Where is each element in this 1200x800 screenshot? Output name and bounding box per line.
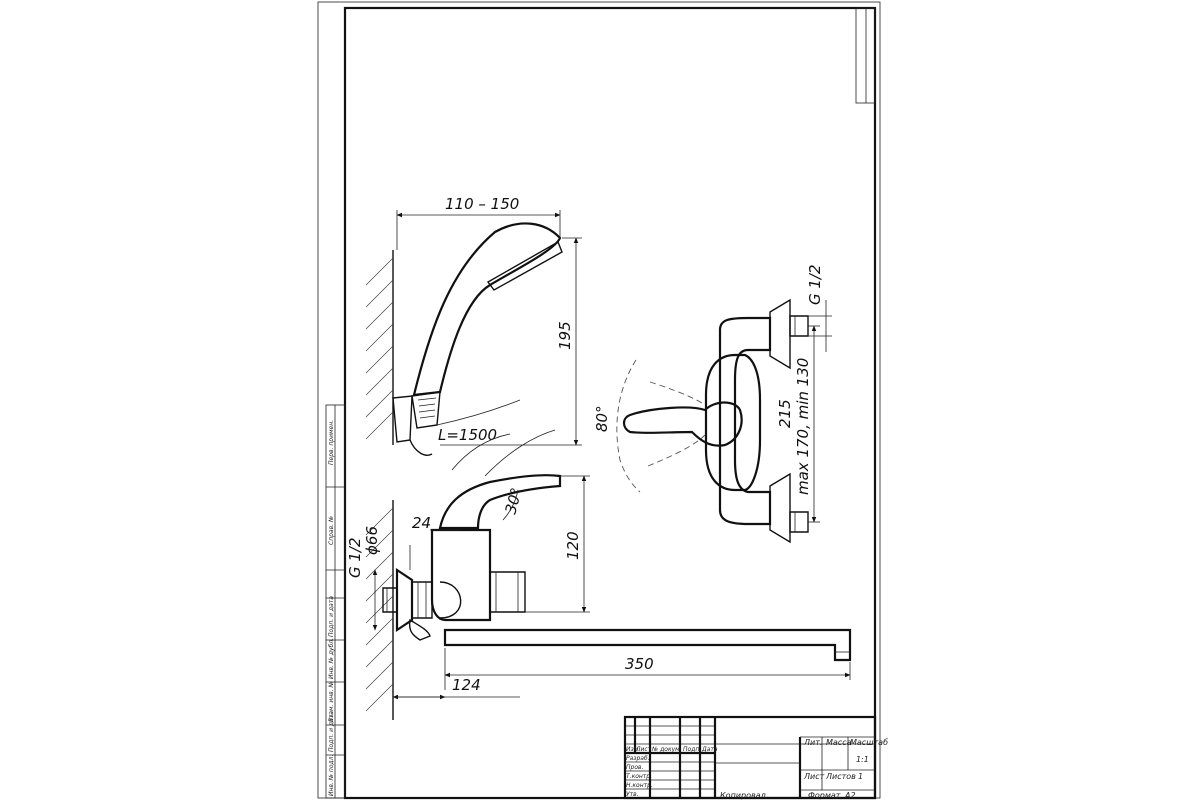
- dim-label-30deg: 30°: [501, 486, 525, 516]
- shower-head: [392, 222, 563, 456]
- dim-label-spacing: max 170, min 130: [794, 358, 812, 495]
- tb-nkontr: Н.контр.: [626, 782, 653, 789]
- wall-hatch-bottom: [365, 500, 394, 720]
- stamp-sprav: Справ. №: [328, 516, 335, 545]
- tb-data: Дата: [701, 746, 718, 753]
- stamp-inv-dubl: Инв. № дубл.: [328, 638, 335, 679]
- tb-kopiroval: Копировал: [720, 791, 766, 800]
- sheet-inner-frame: [343, 6, 877, 800]
- dim-label-80deg: 80°: [593, 405, 611, 432]
- tb-scale-value: 1:1: [856, 755, 869, 764]
- stamp-perv-primen: Перв. примен.: [328, 420, 335, 465]
- tb-prov: Пров.: [626, 764, 644, 771]
- dim-label-215: 215: [776, 399, 794, 428]
- stamp-podp-1: Подп. и дата: [328, 596, 335, 637]
- dim-label-350: 350: [625, 655, 654, 673]
- tb-format: Формат: [808, 791, 841, 800]
- tb-razrab: Разраб.: [626, 755, 650, 762]
- tb-list: Лист: [635, 746, 652, 753]
- corner-stamp: [855, 7, 876, 104]
- tb-izm: Изм.: [626, 746, 640, 753]
- tb-format-value: А2: [844, 791, 856, 800]
- mixer-side-view: [382, 429, 852, 662]
- dim-label-handle: 110 – 150: [445, 195, 519, 213]
- dim-label-thread-top: G 1/2: [806, 264, 824, 305]
- dim-label-124: 124: [452, 676, 481, 694]
- dim-shower-height: 195: [440, 237, 582, 446]
- stamp-podp-2: Подп. и дата: [328, 711, 335, 752]
- dim-label-thread-left: G 1/2: [346, 537, 364, 578]
- dim-label-120: 120: [564, 531, 582, 560]
- tb-list-label: Лист: [803, 772, 825, 781]
- tb-utv: Утв.: [626, 791, 639, 798]
- stamp-vzam: Взам. инв. №: [328, 681, 335, 722]
- tb-lit: Лит.: [803, 738, 822, 747]
- dim-label-diameter: ϕ66: [363, 526, 381, 555]
- dim-label-24: 24: [412, 514, 431, 532]
- tb-dokum: № докум.: [651, 746, 682, 753]
- dim-handle-width: 110 – 150: [396, 195, 561, 250]
- tb-podp: Подп.: [683, 746, 701, 753]
- tb-masshtab: Масштаб: [850, 738, 888, 747]
- dim-mixer: ϕ66 G 1/2 24 30° 120 350 124: [346, 475, 851, 700]
- dim-label-195: 195: [556, 321, 574, 350]
- hose-length-label: L=1500: [438, 426, 497, 444]
- title-block: Изм. Лист № докум. Подп. Дата Разраб. Пр…: [623, 715, 888, 800]
- wall-hatch-top: [365, 250, 394, 445]
- mixer-front-view: [616, 298, 809, 544]
- tb-listov: Листов: [825, 772, 856, 781]
- side-stamp-strip: Перв. примен. Справ. № Подп. и дата Инв.…: [325, 404, 346, 799]
- tb-listov-value: 1: [858, 772, 863, 781]
- tb-tkontr: Т.контр.: [626, 773, 652, 780]
- stamp-inv-podl: Инв. № подл.: [328, 755, 335, 796]
- tb-massa: Масса: [826, 738, 852, 747]
- dim-front: 80° G 1/2 max 170, min 130 215: [593, 264, 832, 523]
